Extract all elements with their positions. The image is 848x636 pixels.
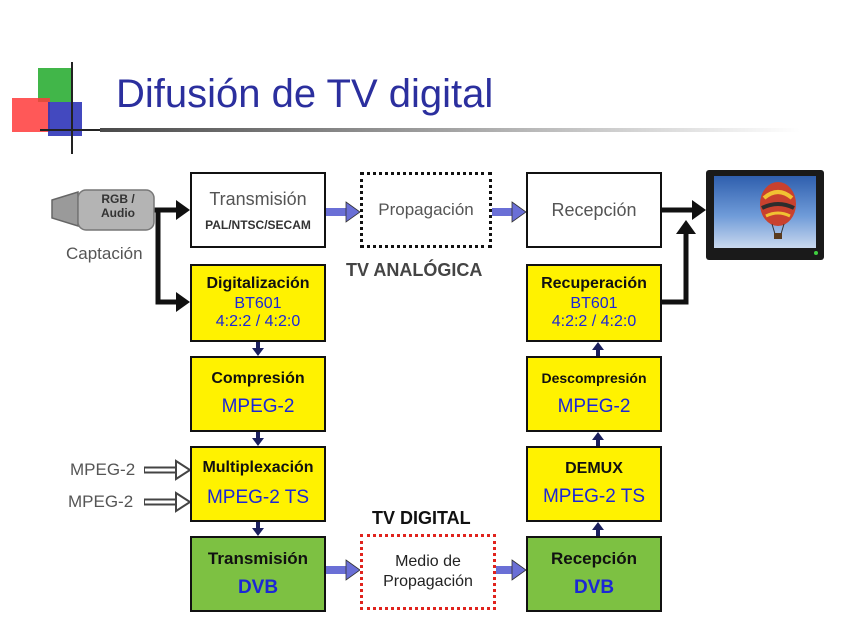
camera-label-line1: RGB /: [101, 192, 135, 206]
compresion-line1: MPEG-2: [221, 396, 295, 417]
multiplexacion-title: Multiplexación: [202, 459, 314, 476]
medio-line2: Propagación: [383, 573, 473, 590]
descompresion-line1: MPEG-2: [557, 396, 631, 417]
digitalizacion-title: Digitalización: [206, 275, 310, 292]
multiplexacion-box: Multiplexación MPEG-2 TS: [190, 446, 326, 522]
demux-title: DEMUX: [565, 460, 623, 477]
hot-air-balloon-icon: [760, 182, 796, 239]
compresion-box: Compresión MPEG-2: [190, 356, 326, 432]
analog-propagacion-label: Propagación: [378, 200, 474, 219]
recuperacion-title: Recuperación: [541, 275, 647, 292]
analog-recepcion-label: Recepción: [551, 199, 637, 220]
recuperacion-line2: 4:2:2 / 4:2:0: [551, 313, 637, 330]
captacion-label: Captación: [66, 244, 143, 263]
title-underline: [100, 128, 800, 132]
mux-input-1: MPEG-2: [70, 460, 136, 479]
analog-recepcion-box: Recepción: [526, 172, 662, 248]
page-title: Difusión de TV digital: [116, 72, 494, 116]
television-icon: [706, 170, 824, 260]
recuperacion-line1: BT601: [570, 295, 618, 312]
multiplexacion-line1: MPEG-2 TS: [206, 487, 310, 508]
tv-digital-label: TV DIGITAL: [372, 508, 471, 528]
transmision-dvb-box: Transmisión DVB: [190, 536, 326, 612]
mux-input-2: MPEG-2: [68, 492, 134, 511]
transmision-dvb-title: Transmisión: [207, 549, 309, 568]
video-camera-icon: [51, 189, 155, 231]
tv-analogica-label: TV ANALÓGICA: [346, 260, 483, 280]
compresion-title: Compresión: [211, 370, 305, 387]
camera-label-line2: Audio: [101, 206, 135, 220]
analog-transmision-title: Transmisión: [209, 188, 307, 209]
demux-line1: MPEG-2 TS: [542, 486, 646, 507]
descompresion-box: Descompresión MPEG-2: [526, 356, 662, 432]
analog-propagacion-box: Propagación: [360, 172, 492, 248]
recuperacion-box: Recuperación BT601 4:2:2 / 4:2:0: [526, 264, 662, 342]
recepcion-dvb-box: Recepción DVB: [526, 536, 662, 612]
logo-squares-icon: [12, 62, 112, 154]
demux-box: DEMUX MPEG-2 TS: [526, 446, 662, 522]
recepcion-dvb-title: Recepción: [551, 549, 637, 568]
analog-transmision-sub: PAL/NTSC/SECAM: [205, 217, 311, 232]
analog-transmision-box: Transmisión PAL/NTSC/SECAM: [190, 172, 326, 248]
descompresion-title: Descompresión: [541, 370, 647, 386]
digitalizacion-line2: 4:2:2 / 4:2:0: [215, 313, 301, 330]
digitalizacion-line1: BT601: [234, 295, 282, 312]
medio-propagacion-box: Medio de Propagación: [360, 534, 496, 610]
medio-line1: Medio de: [395, 553, 461, 570]
transmision-dvb-line1: DVB: [237, 577, 279, 598]
camera-label: RGB / Audio: [80, 192, 156, 220]
digitalizacion-box: Digitalización BT601 4:2:2 / 4:2:0: [190, 264, 326, 342]
recepcion-dvb-line1: DVB: [573, 577, 615, 598]
